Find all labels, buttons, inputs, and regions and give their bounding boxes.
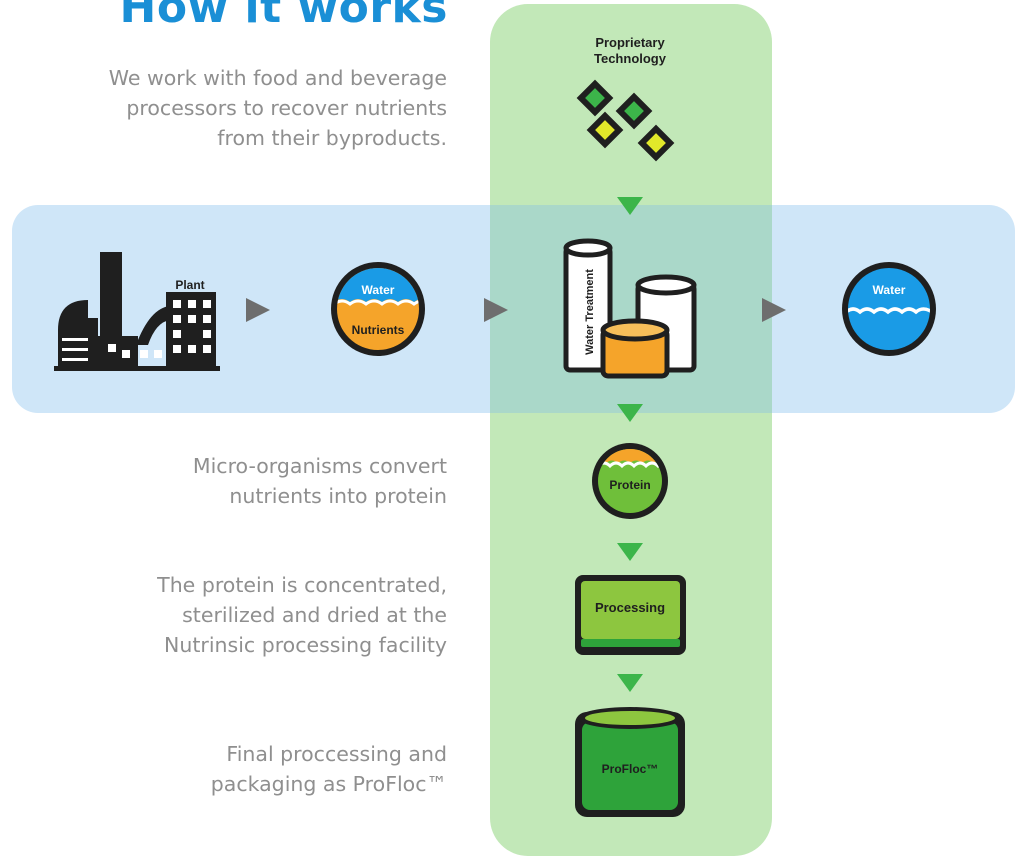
processing-label: Processing [595,600,665,615]
factory-icon [54,252,220,371]
processing-box-icon [575,575,686,655]
micro-line: Micro-organisms convert [192,454,447,478]
arrow-right-icon [484,298,508,322]
arrow-down-icon [617,404,643,422]
profloc-barrel-icon [575,707,685,817]
arrow-down-icon [617,197,643,215]
clean-water-circle-icon [842,262,936,356]
protein-circle-icon [592,443,668,519]
final-line: packaging as ProFloc™ [210,772,447,796]
nutrients-label: Nutrients [352,323,405,337]
concentrate-description: The protein is concentrated, sterilized … [157,570,447,660]
plant-label: Plant [175,278,204,292]
arrow-right-icon [246,298,270,322]
arrow-down-icon [617,543,643,561]
concentrate-line: Nutrinsic processing facility [164,633,447,657]
micro-description: Micro-organisms convert nutrients into p… [193,451,447,511]
protein-label: Protein [609,478,650,492]
intro-line: We work with food and beverage [108,66,447,90]
final-description: Final proccessing and packaging as ProFl… [211,739,447,799]
technology-label: Proprietary Technology [594,35,667,66]
final-line: Final proccessing and [226,742,447,766]
water-label: Water [362,283,395,297]
arrow-right-icon [762,298,786,322]
micro-line: nutrients into protein [229,484,447,508]
technology-label-line: Technology [594,51,667,66]
profloc-label: ProFloc™ [602,762,659,776]
water-treatment-tanks-icon [563,238,697,379]
intro-line: from their byproducts. [217,126,447,150]
treatment-label: Water Treatment [584,269,596,355]
intro-line: processors to recover nutrients [126,96,447,120]
water-nutrients-circle-icon [331,262,425,356]
intro-description: We work with food and beverage processor… [109,63,447,153]
technology-label-line: Proprietary [595,35,665,50]
arrow-down-icon [617,674,643,692]
concentrate-line: The protein is concentrated, [157,573,447,597]
band-column-overlap [490,205,772,413]
page-title: How it works [119,0,448,33]
diamond-cluster-icon [576,79,675,162]
water-out-label: Water [873,283,906,297]
concentrate-line: sterilized and dried at the [182,603,447,627]
